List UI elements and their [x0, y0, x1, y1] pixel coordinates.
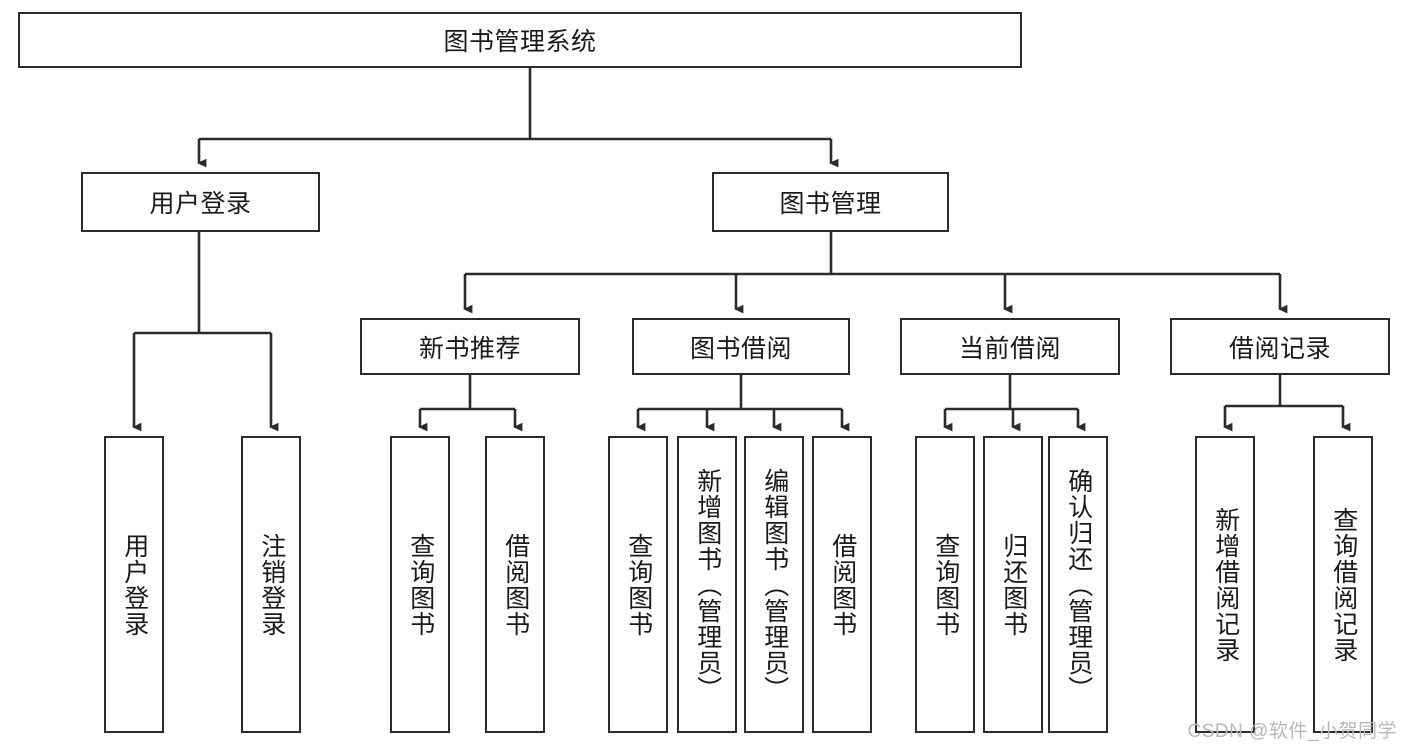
node-label: 新书推荐 [418, 334, 521, 363]
node-label: 借阅记录 [1228, 334, 1331, 363]
node-leaf-borrow-book[interactable]: 借阅图书 [812, 436, 872, 733]
node-leaf-query-borrow-record[interactable]: 查询借阅记录 [1313, 436, 1373, 733]
node-label: 确认归还（管理员） [1064, 467, 1093, 702]
node-label: 查询图书 [931, 532, 960, 637]
node-leaf-query-book-borrow[interactable]: 查询图书 [608, 436, 668, 733]
node-leaf-query-book-rec[interactable]: 查询图书 [390, 436, 450, 733]
node-leaf-borrow-book-rec[interactable]: 借阅图书 [485, 436, 545, 733]
csdn-watermark: CSDN @软件_小贺同学 [1187, 721, 1397, 742]
node-label: 查询图书 [624, 532, 653, 637]
node-label: 查询图书 [406, 532, 435, 637]
node-root[interactable]: 图书管理系统 [18, 12, 1022, 68]
node-leaf-query-book-current[interactable]: 查询图书 [915, 436, 975, 733]
node-label: 当前借阅 [958, 334, 1061, 363]
node-label: 图书管理系统 [443, 28, 597, 56]
node-new-book-rec[interactable]: 新书推荐 [360, 318, 580, 375]
node-label: 注销登录 [257, 532, 286, 637]
node-label: 新增图书（管理员） [693, 467, 722, 702]
node-leaf-edit-book[interactable]: 编辑图书（管理员） [744, 436, 804, 733]
node-label: 编辑图书（管理员） [760, 467, 789, 702]
node-borrow-record[interactable]: 借阅记录 [1170, 318, 1390, 375]
node-leaf-confirm-return[interactable]: 确认归还（管理员） [1048, 436, 1108, 733]
node-label: 图书借阅 [689, 334, 792, 363]
node-label: 借阅图书 [828, 532, 857, 637]
node-label: 归还图书 [999, 532, 1028, 637]
node-leaf-return-book[interactable]: 归还图书 [983, 436, 1043, 733]
node-label: 查询借阅记录 [1329, 506, 1358, 663]
node-current-borrow[interactable]: 当前借阅 [900, 318, 1120, 375]
node-leaf-user-login[interactable]: 用户登录 [104, 436, 164, 733]
node-book-borrow[interactable]: 图书借阅 [632, 318, 850, 375]
node-label: 新增借阅记录 [1211, 506, 1240, 663]
node-user-login[interactable]: 用户登录 [81, 172, 320, 232]
node-label: 用户登录 [149, 190, 252, 218]
node-label: 用户登录 [120, 532, 149, 637]
node-book-manage[interactable]: 图书管理 [712, 172, 949, 232]
node-label: 借阅图书 [501, 532, 530, 637]
node-leaf-add-book[interactable]: 新增图书（管理员） [677, 436, 737, 733]
node-leaf-add-borrow-record[interactable]: 新增借阅记录 [1195, 436, 1255, 733]
node-leaf-user-logout[interactable]: 注销登录 [241, 436, 301, 733]
node-label: 图书管理 [779, 190, 882, 218]
